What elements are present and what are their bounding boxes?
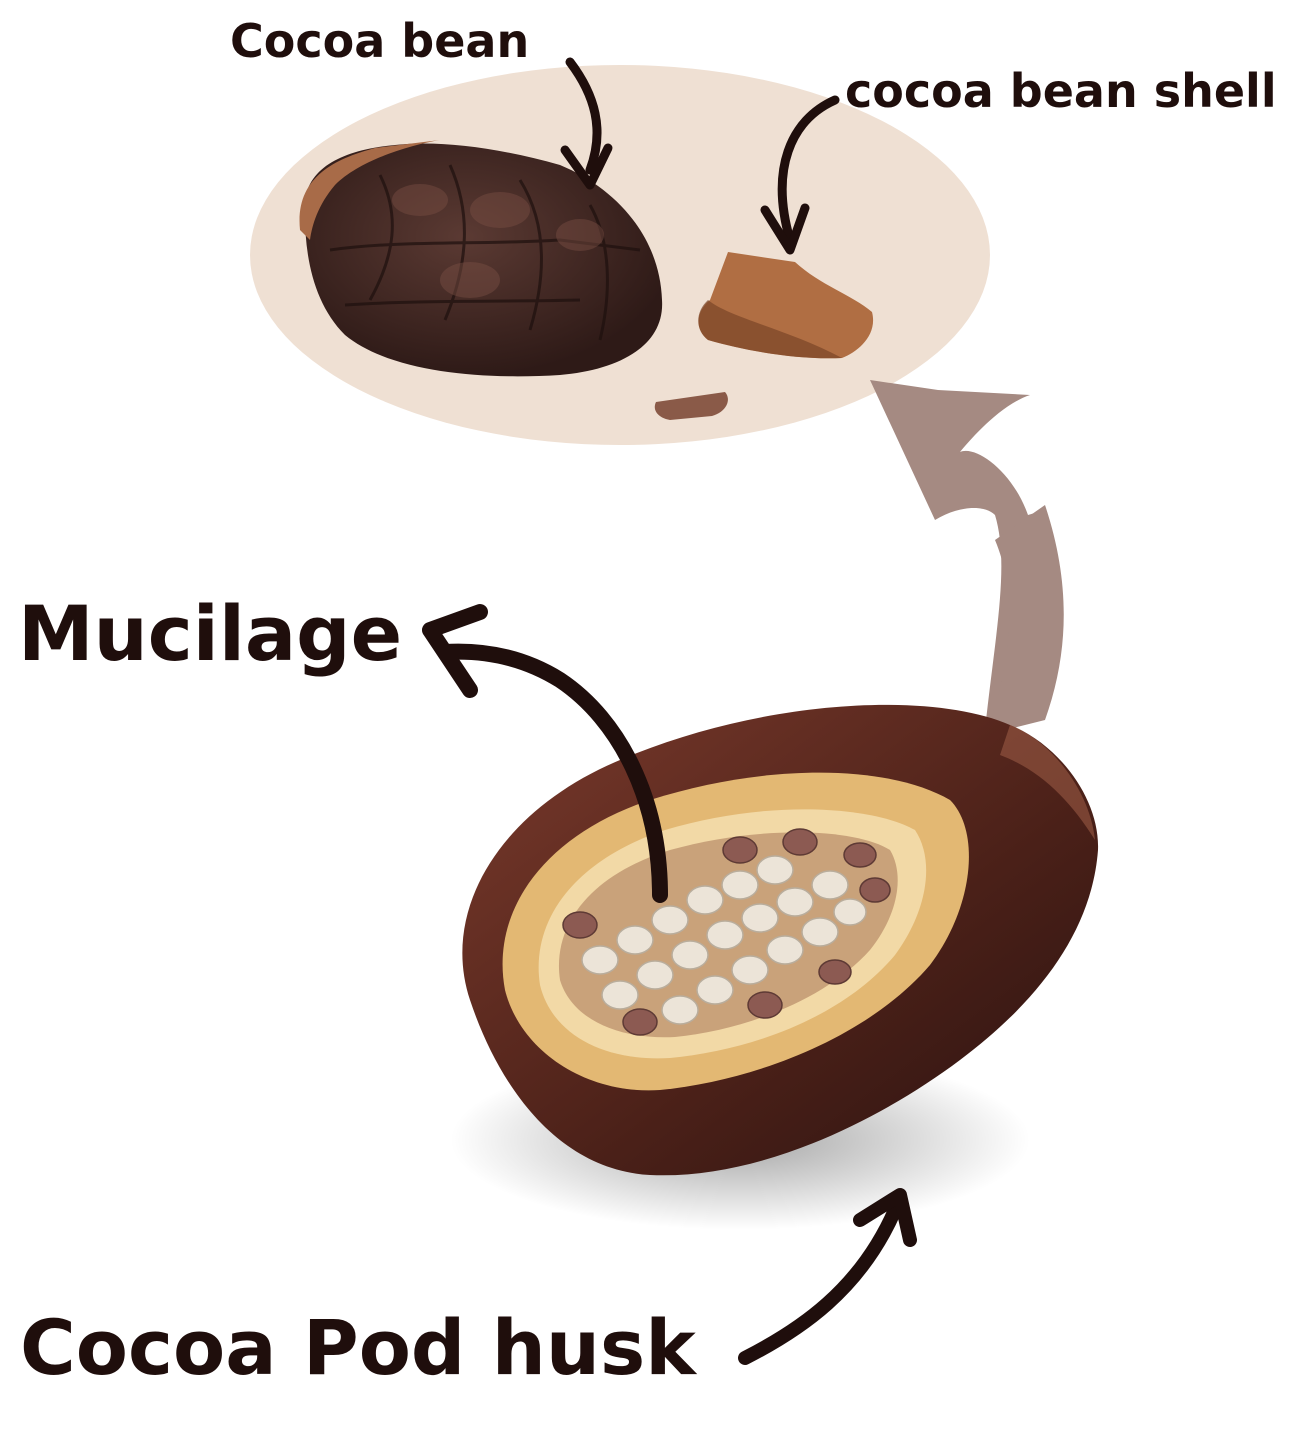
shell-chip-illustration bbox=[654, 392, 728, 420]
cocoa-bean-arrowhead bbox=[560, 143, 613, 190]
cocoa-bean-shell-label: cocoa bean shell bbox=[845, 64, 1277, 118]
mucilage-label: Mucilage bbox=[18, 589, 403, 678]
process-arrow bbox=[870, 380, 1050, 730]
cocoa-shell-fragment-illustration bbox=[698, 252, 874, 359]
shell-arrowhead bbox=[760, 203, 810, 255]
husk-arrowhead bbox=[853, 1188, 917, 1247]
cocoa-seeds bbox=[562, 828, 891, 1036]
cocoa-pod-illustration bbox=[462, 704, 1099, 1176]
mucilage-arrow bbox=[437, 643, 668, 903]
cocoa-bean-illustration bbox=[299, 140, 663, 377]
husk-arrow bbox=[738, 1203, 902, 1365]
process-arrow-shaft bbox=[985, 505, 1064, 735]
cocoa-bean-pointer-arrow bbox=[565, 57, 602, 175]
mucilage-arrowhead bbox=[422, 604, 488, 698]
shell-pointer-arrow bbox=[777, 95, 840, 245]
cocoa-pod-husk-label: Cocoa Pod husk bbox=[20, 1303, 696, 1392]
cocoa-bean-label: Cocoa bean bbox=[230, 14, 530, 68]
